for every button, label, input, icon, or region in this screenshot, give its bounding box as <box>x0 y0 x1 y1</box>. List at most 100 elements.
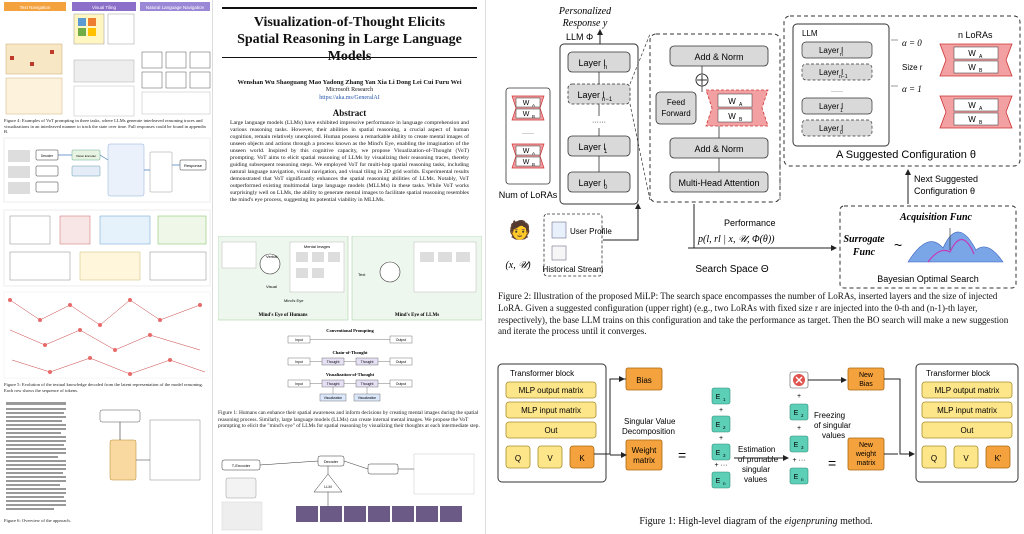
bottom-diagram <box>99 409 201 481</box>
freeze-label-1: Freezing <box>814 411 845 420</box>
llm-icon <box>379 261 401 283</box>
fig-label-1: Visual Tiling <box>92 5 116 10</box>
k-left <box>569 445 595 469</box>
history-doc-icon <box>551 245 567 261</box>
surrogate-1: Surrogate <box>843 234 885 245</box>
verbal-label: Verbal <box>266 254 277 259</box>
cfg-wb-top-sub: B <box>979 68 983 74</box>
est-label-3: singular <box>742 465 770 474</box>
r-e3-sub: 3 <box>801 445 804 450</box>
dots-r: + ··· <box>792 457 805 464</box>
lora-wb-bot: W <box>523 159 530 166</box>
k-prime-label: K' <box>995 454 1002 463</box>
graph-figures <box>3 291 211 379</box>
small-llm-label: LLM <box>802 29 818 38</box>
r-en-sub: n <box>801 477 804 482</box>
est-label-1: Estimation <box>738 445 775 454</box>
add-norm-top <box>669 45 769 67</box>
add-norm-bottom-label: Add & Norm <box>694 144 743 154</box>
next-suggested-2: Configuration θ <box>914 186 975 196</box>
paper-url-link[interactable]: https://aka.ms/GeneralAI <box>319 95 380 101</box>
prompt-title-2: Visualization-of-Thought <box>326 372 375 377</box>
est-label-2: of prunable <box>738 455 779 464</box>
bayes-label: Bayesian Optimal Search <box>877 274 979 284</box>
left-caption-b: Figure 5: Evolution of the textual knowl… <box>4 382 204 393</box>
node-input-0: Input <box>295 338 303 342</box>
eigenpruning-caption: Figure 1: High-level diagram of the eige… <box>488 516 1024 528</box>
mlp-out-right <box>921 381 1013 399</box>
left-paper-page: Text Navigation Visual Tiling Natural La… <box>0 0 213 534</box>
e2-sub: 2 <box>723 425 726 430</box>
cfg-dots: ······ <box>831 89 843 95</box>
surrogate-2: Func <box>852 247 876 258</box>
bias-label: Bias <box>636 376 652 385</box>
milp-caption: Figure 2: Illustration of the proposed M… <box>498 291 1009 337</box>
lora-top: W A W B <box>511 95 545 121</box>
paper-url[interactable]: https://aka.ms/GeneralAI <box>214 94 485 102</box>
humans-label: Mind's Eye of Humans <box>258 313 307 318</box>
mlp-out-left-label: MLP output matrix <box>519 386 584 395</box>
abstract-heading: Abstract <box>332 108 367 118</box>
llm-label-mid: LLM <box>324 485 331 489</box>
user-icon: 🧑 <box>509 219 531 240</box>
layer-1-label: Layer l <box>578 142 605 152</box>
layer-0-sub: 0 <box>604 185 608 191</box>
mlp-in-right <box>921 401 1013 419</box>
caption-pre: Figure 1: High-level diagram of the <box>639 516 785 527</box>
eq-left: = <box>678 447 686 463</box>
freeze-label-3: values <box>822 431 845 440</box>
out-right-label: Out <box>961 426 975 435</box>
node-output-2: Output <box>396 382 407 386</box>
pipeline-figure: Response Decoder Vision Encoder <box>3 137 211 203</box>
profile-doc-icon <box>551 221 567 239</box>
eigen-column-right: + E 2 + E 3 + ··· E n <box>789 371 809 485</box>
lora-wa-top-sub: A <box>532 103 535 108</box>
lora-wa-bot-sub: A <box>532 151 535 156</box>
svd-label-2: Decomposition <box>622 427 675 436</box>
cfg-layer-n-sub: n <box>840 52 843 58</box>
surface-plot-icon <box>907 228 1004 263</box>
lora-wa-bot: W <box>523 148 530 155</box>
mlp-out-right-label: MLP output matrix <box>935 386 1000 395</box>
new-bias-2: Bias <box>859 381 873 388</box>
node-input-2: Input <box>295 382 303 386</box>
decoder-label-mid: Decoder <box>324 460 339 464</box>
layer-0-label: Layer l <box>578 178 605 188</box>
node-thought-1b: Thought <box>361 360 374 364</box>
eigen-column-left: E 1 + E 2 + E 3 + ··· E n <box>711 387 731 489</box>
v-left-label: V <box>547 454 553 463</box>
historical-label: Historical Stream <box>543 265 604 274</box>
cfg-wa-top: W <box>968 49 976 58</box>
v-right-label: V <box>963 454 969 463</box>
q-right <box>921 445 947 469</box>
cfg-layer-1: Layer l <box>819 102 843 111</box>
node-visual-b: Visualization <box>358 396 377 400</box>
new-weight-3: matrix <box>856 460 876 467</box>
weight-label-2: matrix <box>633 456 655 465</box>
layer-n1-label: Layer l <box>577 90 604 100</box>
layer-1-sub: 1 <box>604 149 608 155</box>
caption-post: method. <box>837 516 873 527</box>
cfg-wb-top: W <box>968 63 976 72</box>
inj-wa: W <box>728 97 736 106</box>
layer-n-label: Layer l <box>578 58 605 68</box>
alpha-0-label: α = 0 <box>902 38 922 48</box>
lora-wb-bot-sub: B <box>532 162 535 167</box>
left-caption-a: Figure 4: Examples of VoT prompting in t… <box>4 118 207 135</box>
mlp-in-right-label: MLP input matrix <box>937 406 997 415</box>
cfg-layer-n: Layer l <box>819 46 843 55</box>
out-right <box>921 421 1013 439</box>
add-norm-top-label: Add & Norm <box>694 52 743 62</box>
fig-label-nl-nav <box>140 2 210 11</box>
en-sub: n <box>723 481 726 486</box>
mlp-out-left <box>505 381 597 399</box>
node-input-1: Input <box>295 360 303 364</box>
node-output-0: Output <box>396 338 407 342</box>
paper-title-line-1: Visualization-of-Thought Elicits <box>253 15 446 30</box>
q-left-label: Q <box>515 454 521 463</box>
size-r-label: Size r <box>902 63 923 72</box>
cfg-layer-0-sub: 0 <box>840 130 843 136</box>
prompt-title-1: Chain-of-Thought <box>332 350 368 355</box>
personalized-label: Personalized <box>558 6 612 17</box>
acquisition-label: Acquisition Func <box>899 212 973 223</box>
